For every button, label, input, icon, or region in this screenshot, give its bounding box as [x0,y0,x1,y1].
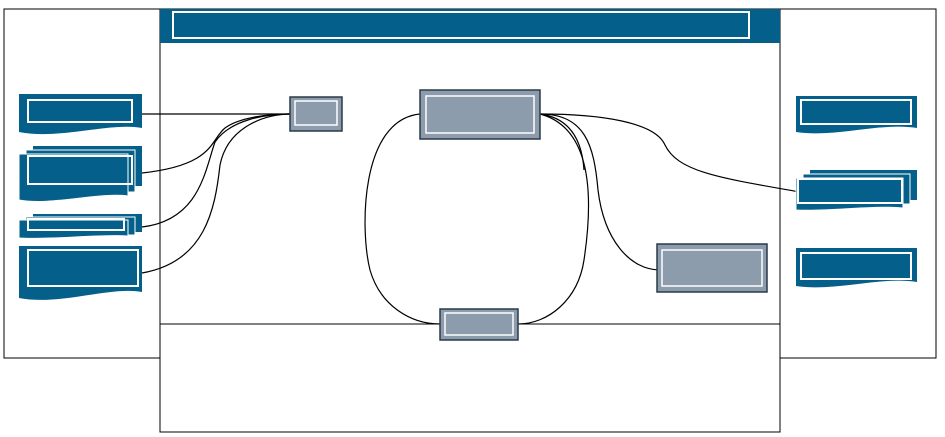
connector-top-right-doc-2 [539,113,801,193]
left-doc-3 [18,214,142,239]
right-doc-1 [796,96,917,134]
connector-left-doc-4 [141,113,291,274]
left-doc-1 [19,94,142,135]
header-title-box [172,11,750,39]
left-doc-4 [19,246,142,300]
connector-loop-left [364,113,441,325]
right-doc-2 [795,170,917,211]
connector-left-doc-3 [141,113,291,228]
process-top [419,89,541,140]
right-doc-3 [796,248,917,288]
connectors [141,113,801,325]
process-right [656,243,768,293]
process-small [289,96,343,132]
process-bottom [439,308,519,341]
connector-top-process-right [539,113,661,271]
connector-loop-right [517,113,590,325]
left-doc-2 [18,146,142,203]
center-panel [159,8,781,433]
